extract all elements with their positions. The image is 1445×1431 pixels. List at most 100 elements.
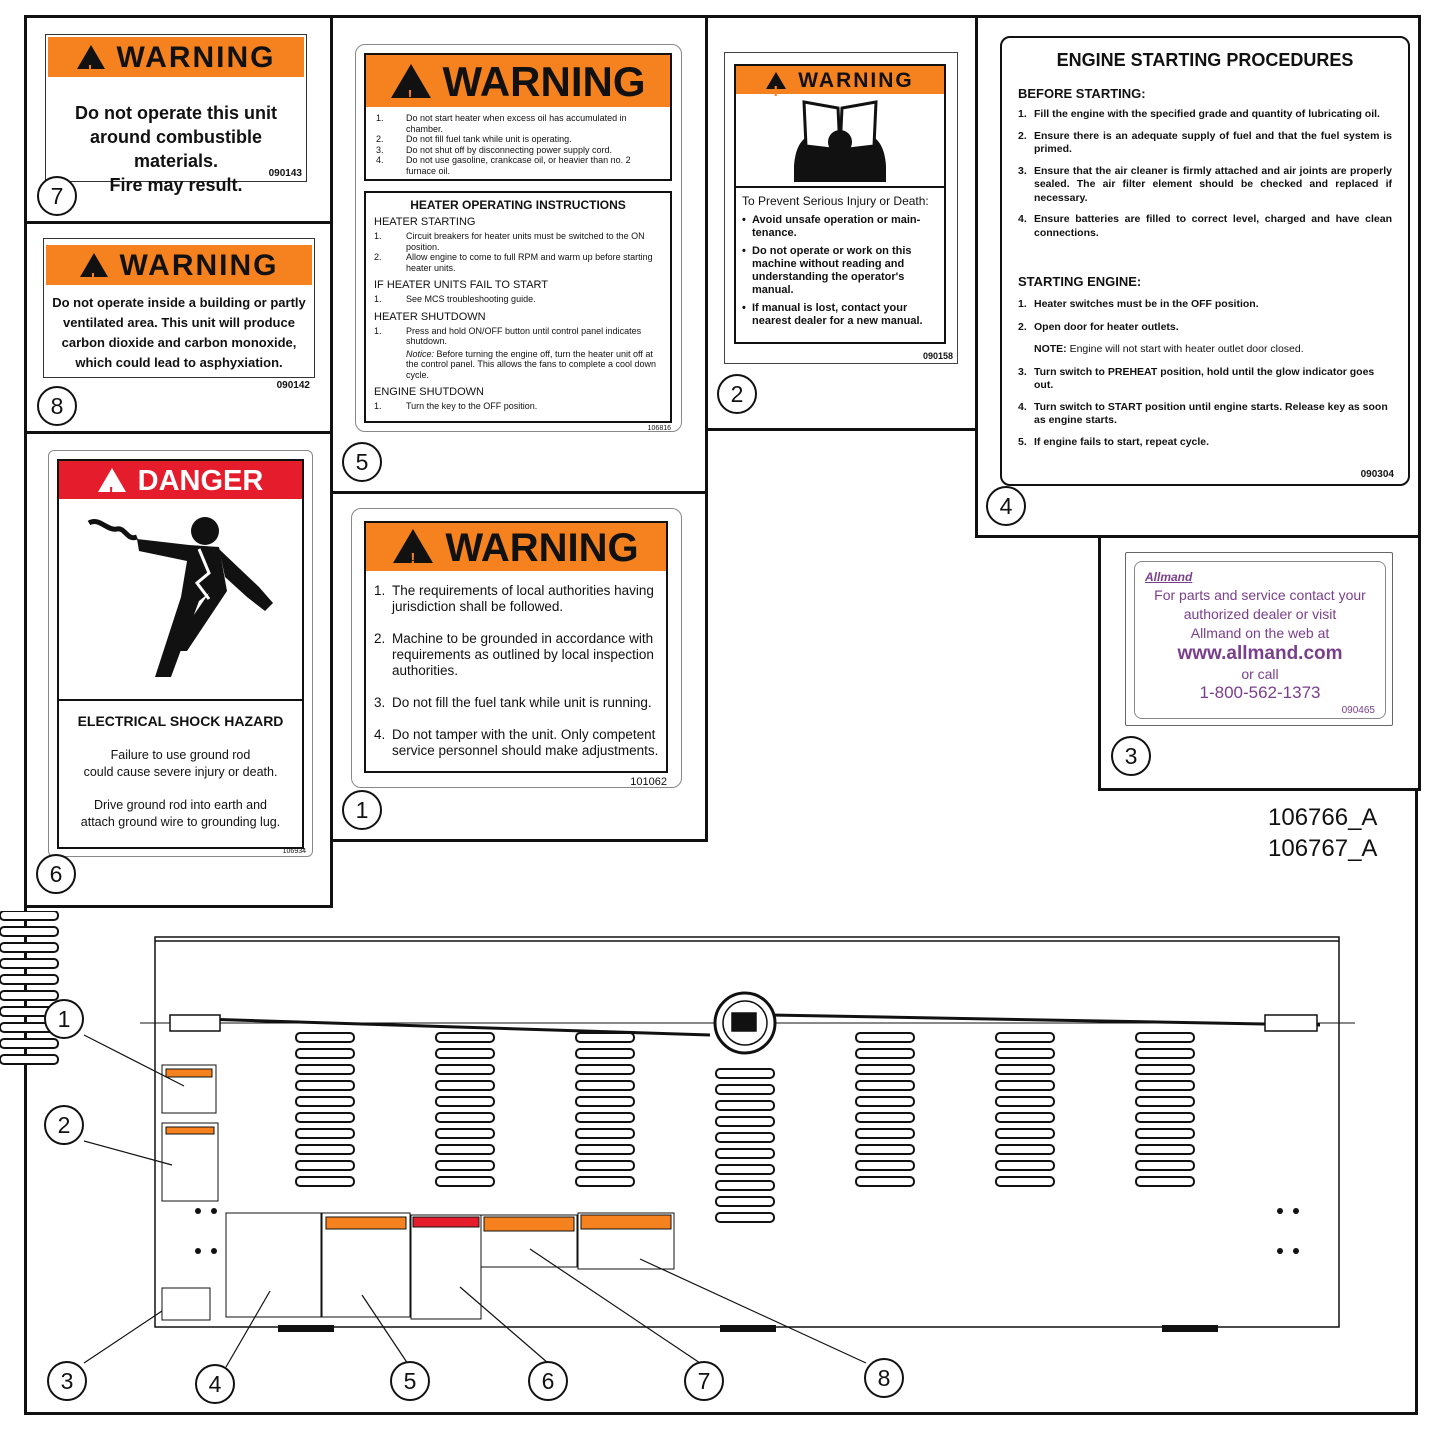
list-item: 1.Heater switches must be in the OFF pos… — [1018, 298, 1259, 310]
decal-7-text: Do not operate this unit around combusti… — [75, 103, 277, 195]
list-item: 3.Turn switch to PREHEAT position, hold … — [1018, 365, 1375, 392]
list-item: 4.Turn switch to START position until en… — [1018, 400, 1388, 427]
list-item: 2.Open door for heater outlets. — [1018, 320, 1179, 333]
list-item: 1.See MCS troubleshooting guide. — [374, 294, 536, 304]
panel-callout-5: 5 — [390, 1361, 430, 1401]
list-item: 2.Allow engine to come to full RPM and w… — [374, 252, 653, 273]
decal-4-before-title: BEFORE STARTING: — [1018, 86, 1146, 101]
panel-callout-8: 8 — [864, 1358, 904, 1398]
part-number: 106766_A — [1268, 804, 1378, 831]
list-item: 4.Ensure batteries are filled to correct… — [1018, 213, 1392, 239]
list-item: 3.Do not shut off by disconnecting power… — [376, 144, 612, 155]
warning-triangle-icon — [766, 72, 787, 106]
decal-3: Allmand For parts and service contact yo… — [1125, 552, 1393, 726]
panel-callout-6: 6 — [528, 1361, 568, 1401]
decal-5-engine-title: ENGINE SHUTDOWN — [374, 386, 484, 398]
louver-vents — [0, 911, 59, 1065]
cell-decal-8: WARNING Do not operate inside a building… — [24, 221, 333, 434]
decal-7-code: 090143 — [268, 168, 302, 179]
decal-2-code: 090158 — [922, 351, 953, 361]
leader-lines — [83, 1034, 867, 1368]
list-item: 1.Fill the engine with the specified gra… — [1018, 108, 1380, 120]
cell-decal-2: WARNING To Prevent Serious Injury or Dea… — [705, 15, 978, 431]
cell-decal-6: DANGER ELECTRICAL SHOCK HAZARD Failure t… — [24, 431, 333, 908]
decal-6-divider — [59, 699, 302, 701]
list-item: 4.Do not use gasoline, crankcase oil, or… — [376, 155, 631, 176]
decal-3-code: 090465 — [1341, 705, 1375, 716]
list-item: 1.Do not start heater when excess oil ha… — [376, 113, 627, 134]
list-item: 1.Circuit breakers for heater units must… — [374, 231, 645, 252]
decal-7-header: WARNING — [48, 37, 304, 92]
decal-5-header: WARNING — [366, 55, 670, 123]
read-manual-pictogram — [794, 100, 886, 182]
panel-decals — [161, 1064, 675, 1321]
decal-5-instr-title: HEATER OPERATING INSTRUCTIONS — [410, 198, 626, 212]
decal-2-divider — [736, 186, 944, 188]
decal-5-warning-box: WARNING 1.Do not start heater when exces… — [364, 53, 672, 181]
decal-2-inner: WARNING To Prevent Serious Injury or Dea… — [734, 64, 946, 344]
decal-2-intro: To Prevent Serious Injury or Death: — [742, 194, 929, 208]
list-item: 5.If engine fails to start, repeat cycle… — [1018, 435, 1210, 448]
decal-3-inner: Allmand For parts and service contact yo… — [1134, 561, 1386, 719]
cell-decal-3: Allmand For parts and service contact yo… — [1098, 535, 1421, 791]
decal-5-shutdown-list: 1.Press and hold ON/OFF button until con… — [374, 326, 662, 347]
decal-5: WARNING 1.Do not start heater when exces… — [355, 44, 682, 432]
decal-6-p2: Drive ground rod into earth and attach g… — [80, 798, 281, 829]
cell-decal-1: WARNING 1.The requirements of local auth… — [330, 491, 708, 842]
list-item: 3.Do not fill the fuel tank while unit i… — [374, 695, 652, 710]
list-item: •If manual is lost, contact your nearest… — [742, 302, 923, 327]
callout-7-circle: 7 — [37, 176, 77, 216]
callout-6-circle: 6 — [36, 854, 76, 894]
electrical-shock-pictogram — [87, 517, 273, 677]
decal-5-fail-title: IF HEATER UNITS FAIL TO START — [374, 279, 548, 291]
panel-callout-1: 1 — [44, 999, 84, 1039]
decal-4-title: ENGINE STARTING PROCEDURES — [1056, 50, 1354, 70]
part-number: 106767_A — [1268, 835, 1378, 862]
decal-2: WARNING To Prevent Serious Injury or Dea… — [724, 52, 958, 364]
warning-triangle-icon — [76, 45, 105, 92]
part-numbers: 106766_A 106767_A — [1268, 802, 1377, 864]
panel-callout-4: 4 — [195, 1364, 235, 1404]
list-item: •Avoid unsafe operation or main-tenance. — [742, 214, 921, 239]
decal-2-bullets: •Avoid unsafe operation or main-tenance.… — [742, 214, 938, 328]
danger-triangle-icon — [97, 468, 126, 513]
list-item: •Do not operate or work on this machine … — [742, 245, 912, 296]
decal-8: WARNING Do not operate inside a building… — [43, 238, 315, 391]
decal-7: WARNING Do not operate this unit around … — [45, 34, 307, 195]
list-item: 4.Do not tamper with the unit. Only comp… — [374, 727, 659, 758]
list-item: 3.Ensure that the air cleaner is firmly … — [1018, 164, 1392, 204]
decal-3-or: or call — [1241, 666, 1279, 682]
decal-4-before-list: 1.Fill the engine with the specified gra… — [1018, 108, 1392, 240]
decal-1-header: WARNING — [366, 523, 666, 584]
list-item: 1.Press and hold ON/OFF button until con… — [374, 325, 642, 347]
decal-6-header: DANGER — [59, 461, 302, 513]
cell-decal-5: WARNING 1.Do not start heater when exces… — [330, 15, 708, 494]
decal-5-shutdown-title: HEATER SHUTDOWN — [374, 310, 486, 323]
decal-6: DANGER ELECTRICAL SHOCK HAZARD Failure t… — [48, 450, 313, 857]
decal-4-note: NOTE: Engine will not start with heater … — [1034, 343, 1304, 355]
panel-callout-2: 2 — [44, 1105, 84, 1145]
decal-5-starting-title: HEATER STARTING — [374, 216, 476, 228]
allmand-logo: Allmand — [1145, 570, 1193, 584]
decal-5-instructions-box: HEATER OPERATING INSTRUCTIONS HEATER STA… — [364, 191, 672, 423]
decal-4-code: 090304 — [1360, 469, 1394, 480]
decal-5-fail-list: 1.See MCS troubleshooting guide. — [374, 294, 670, 305]
decal-5-notice: Notice: Before turning the engine off, t… — [406, 348, 656, 380]
decal-4-start-title: STARTING ENGINE: — [1018, 274, 1142, 289]
decal-5-code: 106816 — [647, 425, 671, 432]
decal-3-lines: For parts and service contact your autho… — [1154, 587, 1366, 641]
callout-2-circle: 2 — [717, 374, 757, 414]
cell-decal-7: WARNING Do not operate this unit around … — [24, 15, 333, 224]
decal-8-text: Do not operate inside a building or part… — [52, 295, 306, 370]
decal-3-url: www.allmand.com — [1177, 643, 1343, 664]
decal-5-starting-list: 1.Circuit breakers for heater units must… — [374, 231, 662, 273]
decal-6-inner: DANGER ELECTRICAL SHOCK HAZARD Failure t… — [57, 459, 304, 849]
callout-1-circle: 1 — [342, 790, 382, 830]
list-item: 2.Machine to be grounded in accordance w… — [374, 631, 654, 678]
decal-4-start-list: 1.Heater switches must be in the OFF pos… — [1018, 298, 1392, 449]
warning-triangle-icon — [393, 529, 434, 584]
decal-8-header: WARNING — [46, 245, 312, 300]
callout-5-circle: 5 — [342, 442, 382, 482]
callout-3-circle: 3 — [1111, 736, 1151, 776]
decal-1-code: 101062 — [630, 776, 667, 788]
